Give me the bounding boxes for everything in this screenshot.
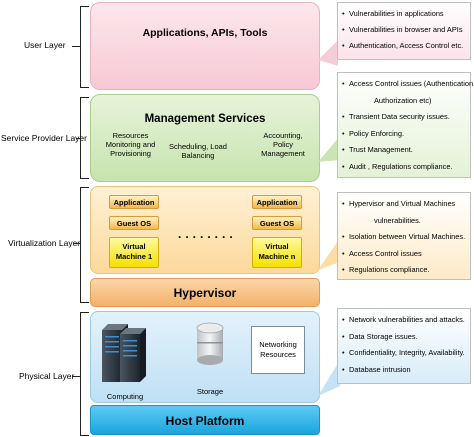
- server-icon: [102, 324, 146, 382]
- hypervisor-bar: Hypervisor: [90, 278, 320, 307]
- vmn-application-box: Application: [252, 195, 302, 209]
- physical-panel: Computing Storage Networking Resources: [90, 311, 320, 403]
- user-layer-label: User Layer: [24, 40, 66, 50]
- user-layer-bracket: [80, 6, 89, 88]
- service-provider-layer-bracket-tick: [76, 138, 80, 139]
- physical-layer-label: Physical Layer: [19, 371, 75, 381]
- user-layer-bracket-tick: [72, 46, 80, 47]
- vm1-vm-line2: Machine 1: [115, 252, 153, 261]
- vmn-vm-line1: Virtual: [265, 242, 289, 251]
- storage-label: Storage: [196, 387, 224, 396]
- virtualization-layer-bracket: [80, 187, 89, 303]
- physical-issue-item: Data Storage issues.: [342, 329, 466, 346]
- applications-title: Applications, APIs, Tools: [142, 27, 268, 39]
- user-callout-pointer: [318, 40, 338, 66]
- service-issue-continuation: Authorization etc): [374, 95, 432, 105]
- user-issue-item: Vulnerabilities in applications: [342, 6, 466, 22]
- physical-issue-item: Database intrusion: [342, 362, 466, 379]
- host-platform-title: Host Platform: [165, 414, 245, 428]
- virtualization-layer-bracket-tick: [74, 243, 80, 244]
- virtualization-issue-continuation: vulnerabilities.: [374, 215, 421, 225]
- host-platform-bar: Host Platform: [90, 405, 320, 435]
- resources-monitoring-text: Resources Monitoring and Provisioning: [105, 131, 156, 158]
- virtualization-issues-box: Hypervisor and Virtual Machines vulnerab…: [337, 192, 471, 280]
- database-icon: [196, 322, 224, 365]
- physical-issue-item: Network vulnerabilities and attacks.: [342, 312, 466, 329]
- management-services-title: Management Services: [144, 113, 266, 125]
- service-provider-layer-label: Service Provider Layer: [1, 133, 87, 143]
- virtualization-panel: Application Guest OS Virtual Machine 1 .…: [90, 186, 320, 274]
- networking-line2: Resources: [260, 350, 296, 359]
- networking-line1: Networking: [259, 340, 297, 349]
- user-issue-item: Authentication, Access Control etc.: [342, 38, 466, 54]
- service-issue-item: Access Control issues (Authentication,: [342, 76, 474, 93]
- accounting-text: Accounting, Policy Management: [261, 131, 305, 158]
- service-issues-box: Access Control issues (Authentication, A…: [337, 72, 474, 178]
- vmn-virtual-machine-box: Virtual Machine n: [252, 237, 302, 268]
- computing-label: Computing: [106, 392, 144, 401]
- user-issues-box: Vulnerabilities in applications Vulnerab…: [337, 2, 471, 60]
- vmn-vm-line2: Machine n: [258, 252, 296, 261]
- service-issue-item: Policy Enforcing.: [342, 126, 466, 143]
- virtualization-issue-item: Regulations compliance.: [342, 262, 466, 279]
- virtualization-issue-item: Access Control issues: [342, 246, 466, 263]
- service-issue-item: Trust Management.: [342, 142, 466, 159]
- vm1-vm-line1: Virtual: [122, 242, 146, 251]
- applications-panel: Applications, APIs, Tools: [90, 2, 320, 90]
- vmn-guest-os-box: Guest OS: [252, 216, 302, 230]
- scheduling-text: Scheduling, Load Balancing: [169, 142, 227, 160]
- vm-ellipsis: ........: [178, 227, 237, 241]
- virtualization-issue-item: Hypervisor and Virtual Machines: [342, 196, 466, 213]
- vm1-guest-os-box: Guest OS: [109, 216, 159, 230]
- physical-layer-bracket-tick: [72, 376, 80, 377]
- vm1-application-box: Application: [109, 195, 159, 209]
- hypervisor-title: Hypervisor: [173, 286, 237, 300]
- virtualization-layer-label: Virtualization Layer: [8, 238, 81, 248]
- vm1-virtual-machine-box: Virtual Machine 1: [109, 237, 159, 268]
- management-services-panel: Management Services Resources Monitoring…: [90, 94, 320, 182]
- user-issue-item: Vulnerabilities in browser and APIs: [342, 22, 466, 38]
- networking-resources-box: Networking Resources: [251, 326, 305, 374]
- physical-issues-box: Network vulnerabilities and attacks. Dat…: [337, 308, 471, 384]
- physical-layer-bracket: [80, 312, 89, 436]
- service-issue-item: Transient Data security issues.: [342, 109, 466, 126]
- physical-issue-item: Confidentiality, Integrity, Availability…: [342, 345, 466, 362]
- virtualization-issue-item: Isolation between Virtual Machines.: [342, 229, 466, 246]
- service-issue-item: Audit , Regulations compliance.: [342, 159, 466, 176]
- service-provider-layer-bracket: [80, 97, 89, 179]
